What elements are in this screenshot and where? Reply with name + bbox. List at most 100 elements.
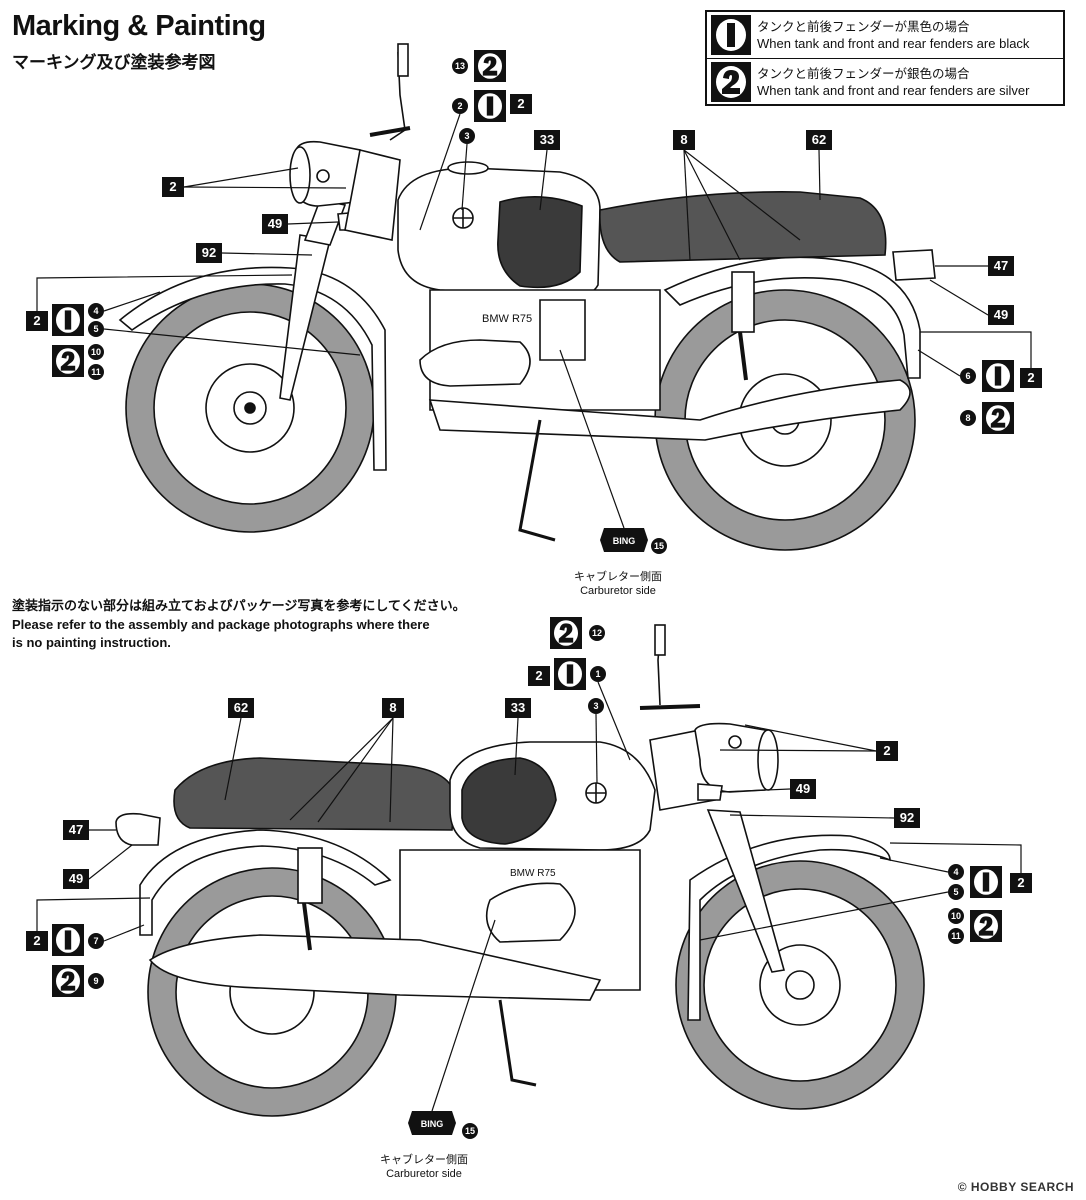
legend-jp: タンクと前後フェンダーが銀色の場合 [757,66,970,81]
page-subtitle: マーキング及び塗装参考図 [12,53,216,73]
svg-text:7: 7 [93,936,98,946]
svg-text:15: 15 [465,1126,475,1136]
svg-text:2: 2 [535,668,542,683]
marker-1-icon [970,866,1002,898]
marker-1-icon: 1 [711,15,751,55]
svg-text:3: 3 [593,701,598,711]
callout-13: 13 [452,50,506,82]
callout-6: 6 [917,349,1014,392]
callout-2: 2 2 [419,90,532,231]
callout-5: 5 [88,321,361,356]
carb-en: Carburetor side [580,585,656,597]
marker-digit: 2 [731,81,732,83]
svg-text:49: 49 [268,216,282,231]
part-label: 2 [528,666,550,686]
top-color-callouts: 13 2 2 3 2 4 5 10 11 [26,50,1014,554]
marker-2-icon: 2 [711,62,751,102]
callout-15: BING 15 [559,349,667,554]
marker-1-icon [554,658,586,690]
svg-text:2: 2 [1027,370,1034,385]
part-label: 49 [262,214,288,234]
carb-badge-text: BING [613,536,636,546]
marker-2-icon [982,402,1014,434]
svg-text:33: 33 [511,700,525,715]
marker-1-icon [982,360,1014,392]
callout-1: 1 [554,658,631,761]
svg-text:4: 4 [93,306,98,316]
top-motorcycle: BMW R75 [118,43,936,551]
part-label: 8 [673,130,695,150]
callout-11: 11 [88,364,104,380]
part-label: 2 [876,741,898,761]
callout-3: 3 [459,128,475,211]
part-label: 8 [382,698,404,718]
marker-2-icon [52,345,84,377]
svg-text:2: 2 [33,313,40,328]
callout-7: 2 7 [26,897,151,956]
tank-model-text-bottom: BMW R75 [510,868,556,879]
svg-text:92: 92 [900,810,914,825]
svg-text:62: 62 [234,700,248,715]
svg-text:4: 4 [953,867,958,877]
callout-4: 4 2 [879,842,1032,898]
marker-1-icon [474,90,506,122]
bottom-part-labels: 62 8 33 2 49 92 47 49 2 [63,666,920,889]
callout-5: 5 [699,884,964,941]
callout-10: 10 [948,908,1002,942]
callout-8: 8 [960,402,1014,434]
callout-15: BING 15 [408,919,496,1139]
svg-text:2: 2 [1017,875,1024,890]
svg-text:5: 5 [953,887,958,897]
svg-text:11: 11 [91,367,101,377]
part-label: 49 [988,305,1014,325]
callout-12: 12 [550,617,605,649]
note-en-line2: is no painting instruction. [12,635,171,650]
svg-text:2: 2 [883,743,890,758]
part-label: 2 [1020,368,1042,388]
carburetor-caption-top: キャブレター側面 Carburetor side [556,570,680,598]
svg-text:3: 3 [464,131,469,141]
svg-text:2: 2 [33,933,40,948]
svg-text:10: 10 [91,347,101,357]
legend-row-2: 2 タンクと前後フェンダーが銀色の場合 When tank and front … [707,58,1063,105]
callout-9: 9 [52,965,104,997]
tank-model-text-top: BMW R75 [482,313,532,325]
front-wheel [125,283,375,533]
part-label: 92 [894,808,920,828]
svg-text:8: 8 [680,132,687,147]
part-label: 47 [988,256,1014,276]
svg-text:2: 2 [457,101,462,111]
note-jp: 塗装指示のない部分は組み立ておよびパッケージ写真を参考にしてください。 [12,599,466,614]
svg-text:9: 9 [93,976,98,986]
svg-text:2: 2 [517,96,524,111]
carb-en: Carburetor side [386,1168,462,1180]
marker-digit: 1 [731,34,732,36]
svg-text:5: 5 [93,324,98,334]
svg-text:6: 6 [965,371,970,381]
part-label: 62 [806,130,832,150]
svg-text:47: 47 [69,822,83,837]
svg-text:11: 11 [951,931,961,941]
svg-text:49: 49 [796,781,810,796]
carb-badge-text: BING [421,1119,444,1129]
legend-row-1: 1 タンクと前後フェンダーが黒色の場合 When tank and front … [707,12,1063,58]
part-label: 33 [505,698,531,718]
part-label: 49 [790,779,816,799]
page-title: Marking & Painting [12,10,266,42]
bottom-motorcycle: BMW R75 [115,624,925,1117]
part-label: 47 [63,820,89,840]
marker-2-icon [970,910,1002,942]
carburetor-caption-bottom: キャブレター側面 Carburetor side [362,1153,486,1181]
color-legend: 1 タンクと前後フェンダーが黒色の場合 When tank and front … [705,10,1065,106]
front-wheel [675,860,925,1110]
svg-text:8: 8 [965,413,970,423]
part-label: 33 [534,130,560,150]
callout-4: 2 4 [26,274,293,336]
svg-text:62: 62 [812,132,826,147]
svg-text:13: 13 [455,61,465,71]
svg-text:49: 49 [994,307,1008,322]
top-part-labels: 2 49 92 33 8 62 47 49 2 [162,130,1042,388]
svg-text:2: 2 [169,179,176,194]
carb-jp: キャブレター側面 [574,570,662,583]
